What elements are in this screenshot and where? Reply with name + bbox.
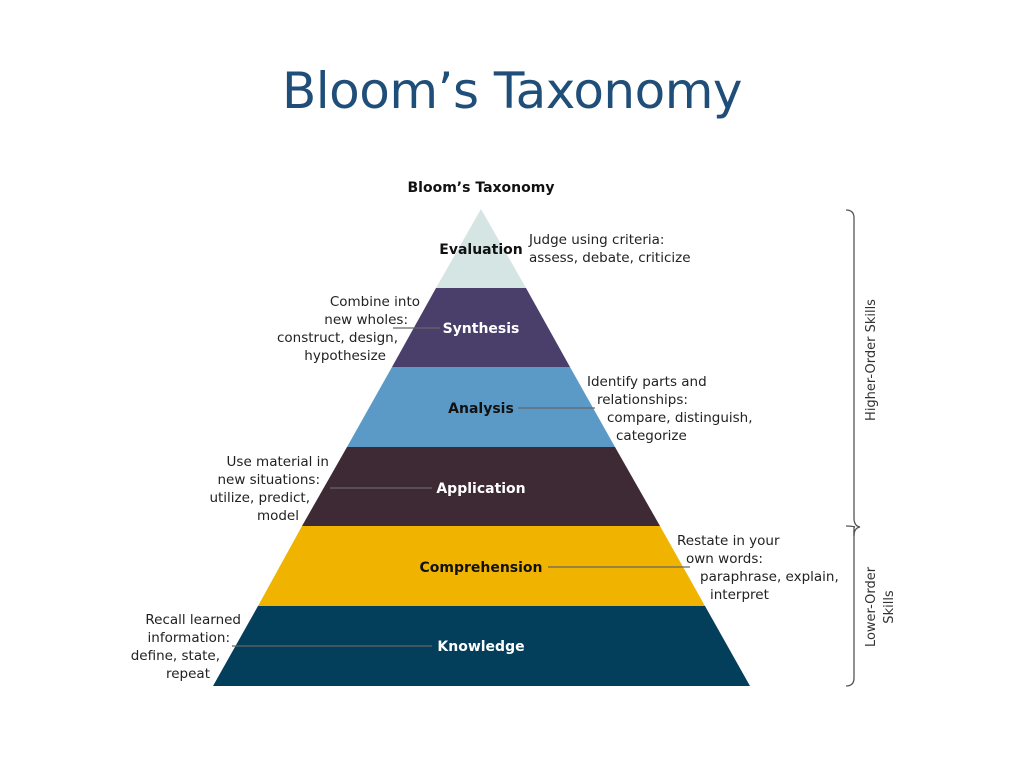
higher-order-skills-label: Higher-Order Skills bbox=[864, 299, 879, 421]
knowledge-desc-line-1: Recall learned bbox=[145, 612, 241, 628]
level-label-application: Application bbox=[436, 481, 525, 497]
band-knowledge bbox=[213, 606, 750, 686]
band-analysis bbox=[347, 367, 615, 447]
lower-order-skills-label-line-1: Lower-Order bbox=[864, 566, 879, 647]
higher-order-bracket bbox=[845, 209, 861, 537]
analysis-desc-line-1: Identify parts and bbox=[587, 374, 707, 390]
connector-lines bbox=[232, 327, 690, 647]
lower-order-skills-label-line-2: Skills bbox=[882, 590, 897, 624]
band-evaluation bbox=[436, 209, 526, 288]
application-desc-line-4: model bbox=[257, 508, 299, 524]
application-desc-line-3: utilize, predict, bbox=[209, 490, 310, 506]
knowledge-desc-line-3: define, state, bbox=[131, 648, 220, 664]
synthesis-desc-line-3: construct, design, bbox=[277, 330, 398, 346]
comprehension-desc-line-1: Restate in your bbox=[677, 533, 780, 549]
bracket-divider bbox=[845, 525, 856, 528]
lower-order-bracket bbox=[845, 530, 855, 687]
synthesis-desc-line-2: new wholes: bbox=[324, 312, 408, 328]
band-application bbox=[302, 447, 660, 526]
comprehension-desc-line-4: interpret bbox=[710, 587, 769, 603]
application-desc-line-2: new situations: bbox=[217, 472, 320, 488]
evaluation-desc-line-2: assess, debate, criticize bbox=[529, 250, 691, 266]
knowledge-desc-line-2: information: bbox=[148, 630, 230, 646]
level-label-evaluation: Evaluation bbox=[439, 242, 522, 258]
knowledge-desc-line-4: repeat bbox=[166, 666, 210, 682]
comprehension-desc-line-2: own words: bbox=[686, 551, 763, 567]
level-label-comprehension: Comprehension bbox=[419, 560, 542, 576]
level-label-analysis: Analysis bbox=[448, 401, 514, 417]
band-synthesis bbox=[392, 288, 570, 367]
analysis-desc-line-3: compare, distinguish, bbox=[607, 410, 753, 426]
analysis-desc-line-4: categorize bbox=[616, 428, 687, 444]
level-label-synthesis: Synthesis bbox=[443, 321, 520, 337]
evaluation-desc-line-1: Judge using criteria: bbox=[528, 232, 664, 248]
slide-title: Bloom’s Taxonomy bbox=[281, 62, 743, 120]
analysis-desc-line-2: relationships: bbox=[597, 392, 688, 408]
synthesis-desc-line-4: hypothesize bbox=[304, 348, 386, 364]
diagram-title: Bloom’s Taxonomy bbox=[408, 180, 555, 196]
comprehension-desc-line-3: paraphrase, explain, bbox=[700, 569, 839, 585]
band-comprehension bbox=[258, 526, 705, 606]
application-desc-line-1: Use material in bbox=[227, 454, 329, 470]
level-label-knowledge: Knowledge bbox=[437, 639, 524, 655]
synthesis-desc-line-1: Combine into bbox=[330, 294, 420, 310]
